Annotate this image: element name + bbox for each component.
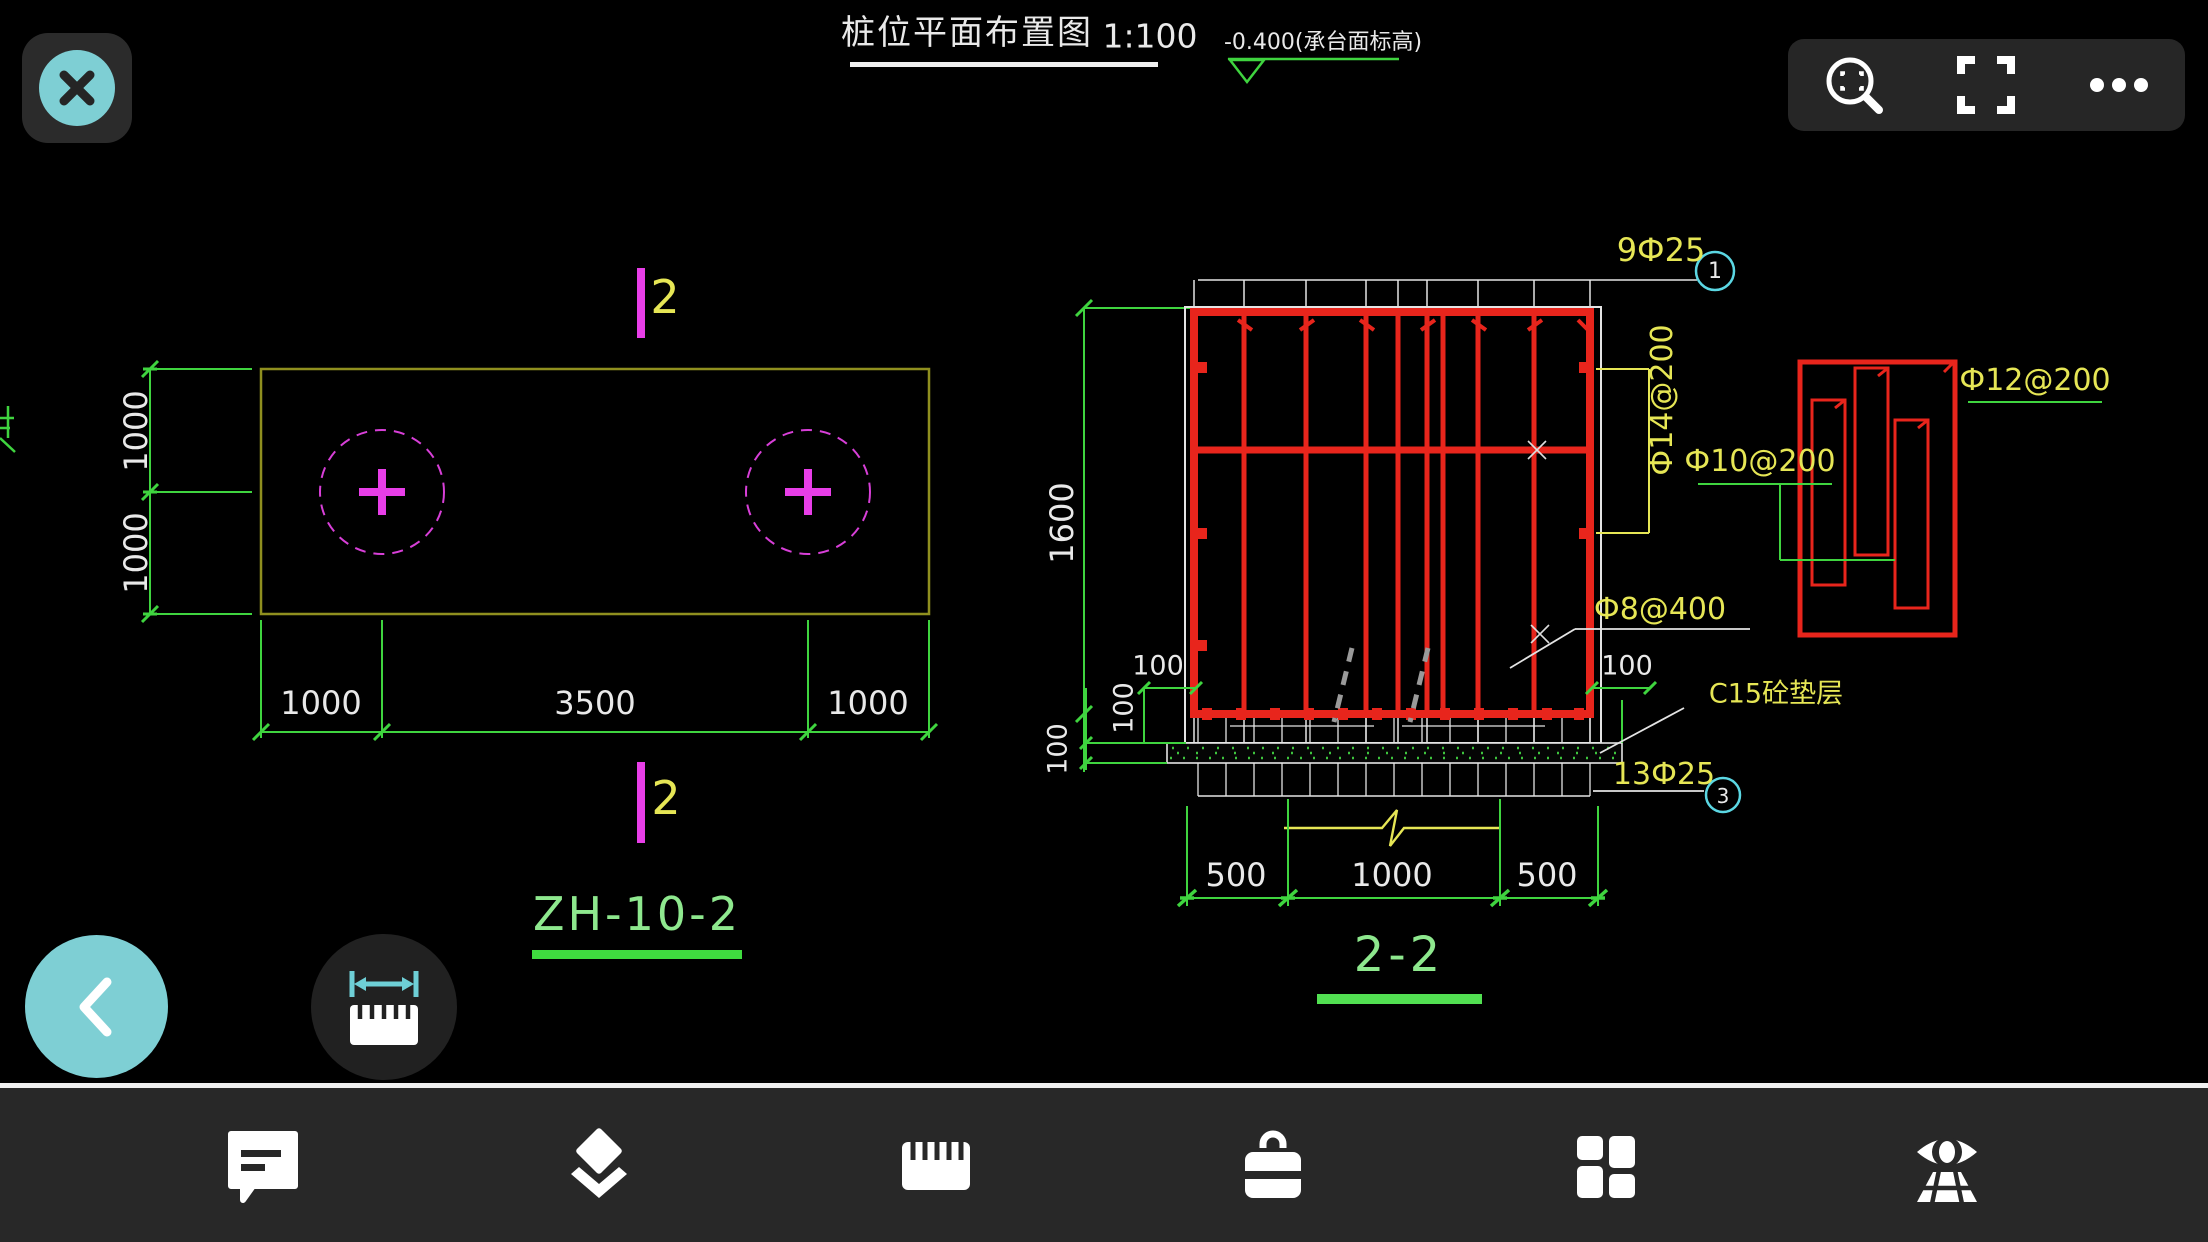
plan-section-line-markers xyxy=(637,268,645,843)
toolbox-icon xyxy=(1245,1130,1301,1198)
toolbar-divider xyxy=(0,1083,2208,1088)
layers-tool-button[interactable] xyxy=(524,1096,674,1236)
project-view-icon xyxy=(1917,1137,1977,1205)
plan-bottom-dimension xyxy=(251,620,939,742)
zoom-area-button[interactable] xyxy=(1799,39,1909,131)
detail-leaders xyxy=(1698,401,2102,561)
cushion-label: C15砼垫层 xyxy=(1708,678,1844,710)
top-toolbar xyxy=(1788,39,2185,131)
section-dim-bottom-1: 500 xyxy=(1205,856,1267,894)
elevation-marker xyxy=(1227,57,1399,85)
white-leaders xyxy=(1509,628,1750,792)
plan-dim-left-1: 1000 xyxy=(117,390,155,472)
plan-dim-bottom-2: 3500 xyxy=(554,684,636,722)
rebar-cage xyxy=(1190,308,1594,718)
title-underline xyxy=(850,62,1158,67)
section-marker-number-bottom: 2 xyxy=(651,771,681,825)
cover-dimensions xyxy=(1078,680,1658,771)
fullscreen-icon xyxy=(1957,56,2016,114)
callout-circles xyxy=(1694,250,1742,814)
bottom-toolbar xyxy=(0,1088,2208,1242)
zoom-area-icon xyxy=(1826,57,1884,114)
pilecap-outline xyxy=(1184,306,1602,744)
break-cross-marks xyxy=(1527,440,1550,644)
comment-tool-button[interactable] xyxy=(188,1096,338,1236)
fullscreen-button[interactable] xyxy=(1931,39,2041,131)
stirrup-leader-f14 xyxy=(1596,368,1650,534)
section-height-dimension xyxy=(1074,298,1190,772)
section-bottom-dimension xyxy=(1176,799,1609,908)
plan-left-dimension xyxy=(140,359,252,624)
plan-outline xyxy=(259,367,931,616)
dashboard-icon xyxy=(1577,1136,1635,1198)
plan-dim-bottom-3: 1000 xyxy=(827,684,909,722)
plan-label: ZH-10-2 xyxy=(532,887,742,941)
elevation-label: -0.400(承台面标高) xyxy=(1223,30,1423,55)
rebar-bottom-label: 13Ф25 xyxy=(1612,757,1716,792)
ruler-icon xyxy=(902,1142,970,1190)
toolbox-tool-button[interactable] xyxy=(1198,1096,1348,1236)
plan-label-underline xyxy=(532,950,742,959)
layers-icon xyxy=(571,1128,627,1198)
bedding-layer xyxy=(1166,742,1623,764)
section-dim-cover-right: 100 xyxy=(1601,650,1653,682)
back-icon xyxy=(79,977,111,1036)
pile-center-crosses xyxy=(359,469,831,515)
more-button[interactable] xyxy=(2064,39,2174,131)
section-dim-cover-left-inner: 100 xyxy=(1108,682,1140,734)
section-label: 2-2 xyxy=(1353,927,1445,983)
callout-ref-bottom: 3 xyxy=(1716,784,1730,808)
section-dim-cushion: 100 xyxy=(1042,723,1074,775)
section-dim-height: 1600 xyxy=(1043,482,1081,564)
rebar-cage-dots xyxy=(1196,362,1590,720)
section-marker-number-top: 2 xyxy=(650,270,680,324)
stirrup-detail xyxy=(1797,359,1958,638)
dashboard-tool-button[interactable] xyxy=(1532,1096,1682,1236)
section-label-underline xyxy=(1317,994,1482,1004)
section-dim-bottom-3: 500 xyxy=(1516,856,1578,894)
drawing-scale: 1:100 xyxy=(1102,16,1198,56)
drawing-title: 桩位平面布置图 xyxy=(841,13,1093,53)
back-button[interactable] xyxy=(25,935,168,1078)
rebar-top-label: 9Ф25 xyxy=(1616,231,1706,269)
section-dim-bottom-2: 1000 xyxy=(1351,856,1433,894)
close-button[interactable] xyxy=(22,33,132,143)
comment-icon xyxy=(228,1131,298,1203)
rebar-stirrup-h-label: Ф8@400 xyxy=(1593,592,1727,627)
break-line xyxy=(1284,809,1501,847)
close-icon xyxy=(39,50,115,126)
plan-dim-bottom-1: 1000 xyxy=(280,684,362,722)
more-icon xyxy=(2089,78,2148,92)
pile-dashed-lines xyxy=(1331,647,1431,723)
pile-circles xyxy=(319,429,871,555)
rebar-stirrup-v-label: Ф14@200 xyxy=(1645,324,1680,476)
rebar-side-label: Ф10@200 xyxy=(1684,444,1836,479)
ruler-tool-button[interactable] xyxy=(861,1096,1011,1236)
rebar-detail-label: Ф12@200 xyxy=(1959,363,2111,398)
project-view-tool-button[interactable] xyxy=(1872,1096,2022,1236)
clipped-drawing-fragment xyxy=(0,406,16,453)
plan-dim-left-2: 1000 xyxy=(117,512,155,594)
measure-tool-button[interactable] xyxy=(311,934,457,1080)
measure-icon xyxy=(349,971,419,1045)
callout-ref-top: 1 xyxy=(1708,259,1722,284)
section-dim-cover-left: 100 xyxy=(1132,650,1184,682)
